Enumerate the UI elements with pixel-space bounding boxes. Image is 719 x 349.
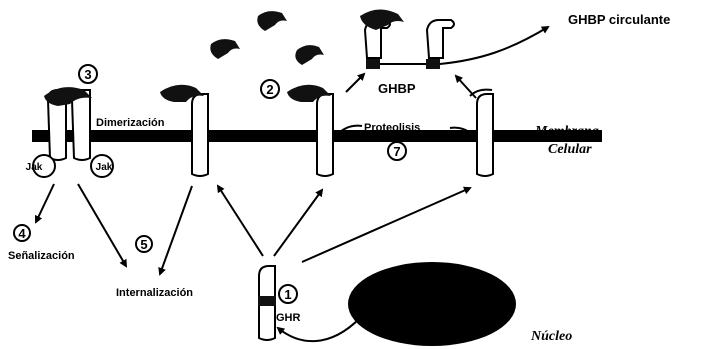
step-number-2: 2 — [266, 82, 273, 97]
step-circle-1: 1 — [279, 285, 297, 303]
step-circle-7: 7 — [388, 142, 406, 160]
free-gh-hormone-3 — [295, 45, 324, 65]
label-ghbp: GHBP — [378, 81, 416, 96]
step-circle-5: 5 — [136, 236, 152, 252]
label-internalizacion: Internalización — [116, 287, 193, 299]
ghr-receptor — [258, 266, 276, 340]
step-number-7: 7 — [393, 144, 400, 159]
free-gh-hormone-2 — [210, 39, 240, 59]
label-jak-right: Jak — [96, 162, 113, 173]
step-number-4: 4 — [18, 226, 26, 241]
label-proteolisis: Proteolisis — [364, 122, 420, 134]
step-number-1: 1 — [284, 287, 291, 302]
step-number-5: 5 — [140, 237, 147, 252]
label-nucleo: Núcleo — [530, 329, 572, 344]
free-gh-hormone-1 — [257, 11, 287, 31]
step-number-3: 3 — [84, 67, 91, 82]
label-ghr: GHR — [276, 312, 301, 324]
label-ghbp-circulante: GHBP circulante — [568, 12, 670, 27]
label-celular: Celular — [548, 142, 592, 157]
label-membrana: Membrana — [534, 124, 599, 139]
nucleus — [348, 262, 516, 346]
label-senalizacion: Señalización — [8, 250, 75, 262]
ghbp-complex — [360, 9, 548, 69]
label-dimerizacion: Dimerización — [96, 117, 165, 129]
step-circle-2: 2 — [261, 80, 279, 98]
step-circle-3: 3 — [79, 65, 97, 83]
label-jak-left: Jak — [26, 162, 43, 173]
step-circle-4: 4 — [14, 225, 30, 241]
